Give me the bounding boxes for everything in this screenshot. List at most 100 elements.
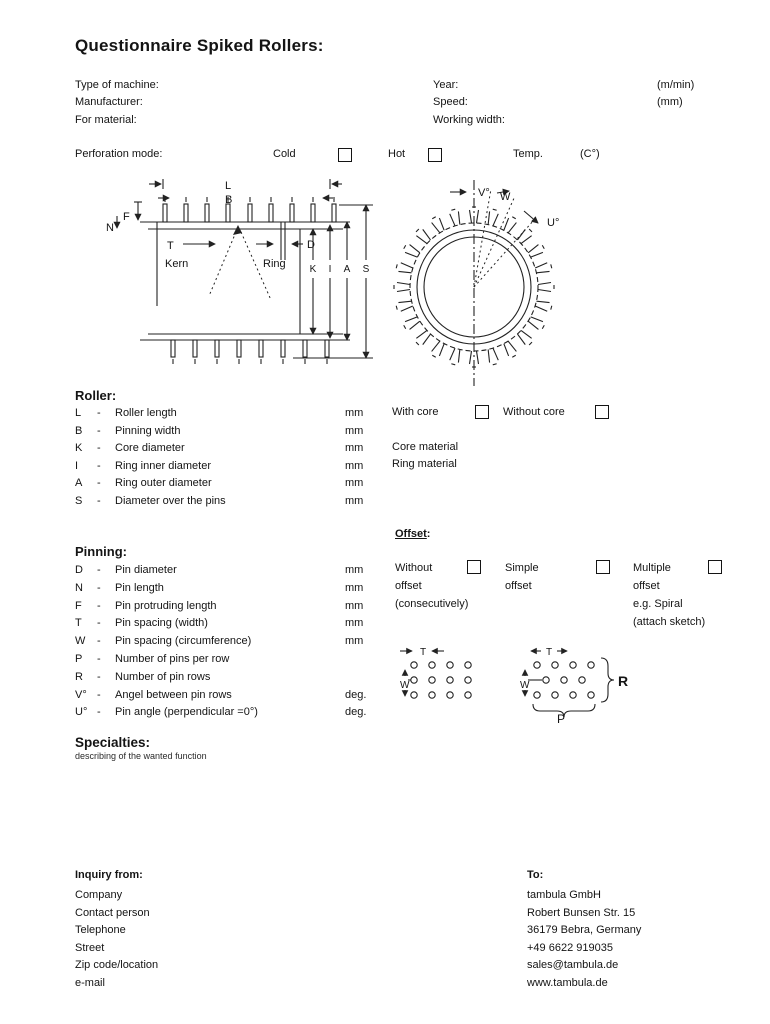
spec-dash: - xyxy=(97,459,101,472)
spec-desc: Core diameter xyxy=(115,442,185,455)
to-heading: To: xyxy=(527,869,544,881)
ring-material-label: Ring material xyxy=(392,458,457,470)
offset-heading-text: Offset xyxy=(395,528,427,540)
multiple-offset-checkbox[interactable] xyxy=(708,560,722,574)
spec-unit: mm xyxy=(345,407,364,419)
cold-checkbox[interactable] xyxy=(338,148,352,162)
machine-labels-left: Type of machine: Manufacturer: For mater… xyxy=(75,77,159,129)
speed-label: Speed: xyxy=(433,96,468,109)
dim-label-T: T xyxy=(167,240,174,252)
machine-labels-right: Year: Speed: Working width: xyxy=(433,77,505,129)
pattern-label-R: R xyxy=(618,673,628,689)
spec-dash: - xyxy=(97,617,101,630)
with-core-checkbox[interactable] xyxy=(475,405,489,419)
spec-desc: Pin diameter xyxy=(115,564,177,576)
roller-side-view-diagram: L B N F T D Kern Ring K I A S xyxy=(106,179,373,365)
spec-desc: Number of pin rows xyxy=(115,670,211,683)
spec-desc: Number of pins per row xyxy=(115,652,230,665)
pinning-row-P: P-Number of pins per row xyxy=(75,651,395,669)
spec-dash: - xyxy=(97,706,101,719)
offset-option-simple: Simple offset xyxy=(505,559,585,595)
spec-unit: mm xyxy=(345,459,364,472)
spec-key: L xyxy=(75,407,82,419)
to-email: sales@tambula.de xyxy=(527,959,619,971)
pinning-row-W: W-Pin spacing (circumference)mm xyxy=(75,633,395,651)
specialties-heading: Specialties: xyxy=(75,735,151,750)
spec-dash: - xyxy=(97,635,101,648)
to-street: Robert Bunsen Str. 15 xyxy=(527,906,636,919)
ring-label: Ring xyxy=(263,258,286,270)
offset-multiple-line2: offset xyxy=(633,580,660,592)
offset-pattern-offset-diagram: T W R P xyxy=(520,647,628,726)
without-offset-checkbox[interactable] xyxy=(467,560,481,574)
spec-dash: - xyxy=(97,477,101,490)
roller-heading: Roller: xyxy=(75,388,117,403)
spec-key: K xyxy=(75,442,83,455)
core-material-label: Core material xyxy=(392,441,459,453)
without-core-label: Without core xyxy=(503,406,565,418)
spec-unit: deg. xyxy=(345,688,367,701)
to-phone: +49 6622 919035 xyxy=(527,941,613,954)
spec-dash: - xyxy=(97,599,101,612)
hot-checkbox[interactable] xyxy=(428,148,442,162)
to-website: www.tambula.de xyxy=(527,976,608,989)
spec-desc: Pin angle (perpendicular =0°) xyxy=(115,706,258,719)
offset-multiple-line4: (attach sketch) xyxy=(633,616,706,628)
spec-key: D xyxy=(75,564,83,576)
to-city: 36179 Bebra, Germany xyxy=(527,924,642,936)
offset-multiple-line3: e.g. Spiral xyxy=(633,598,683,610)
spec-unit: mm xyxy=(345,617,364,630)
offset-option-without: Without offset (consecutively) xyxy=(395,559,495,613)
without-core-checkbox[interactable] xyxy=(595,405,609,419)
inquiry-field-zip-location: Zip code/location xyxy=(75,959,159,971)
spec-desc: Ring outer diameter xyxy=(115,477,212,490)
pattern-label-W2: W xyxy=(520,680,530,691)
spec-desc: Pinning width xyxy=(115,424,181,437)
roller-cross-section-diagram: V° W U° xyxy=(393,180,559,386)
temp-label: Temp. xyxy=(513,148,543,160)
offset-simple-line1: Simple xyxy=(505,562,539,574)
spec-key: N xyxy=(75,581,83,594)
temp-unit: (C°) xyxy=(580,148,600,160)
dim-label-K: K xyxy=(310,264,317,275)
offset-without-line1: Without xyxy=(395,562,433,574)
spec-dash: - xyxy=(97,670,101,683)
spec-key: P xyxy=(75,652,83,665)
dim-label-U: U° xyxy=(547,217,559,229)
spec-dash: - xyxy=(97,564,101,576)
dim-label-W: W xyxy=(500,191,511,203)
simple-offset-checkbox[interactable] xyxy=(596,560,610,574)
pattern-label-W: W xyxy=(400,680,410,691)
pinning-spec-table: D - Pin diameter mm N - Pin length mm F-Pin pr… xyxy=(75,562,395,722)
inquiry-field-email: e-mail xyxy=(75,976,105,989)
page-title: Questionnaire Spiked Rollers: xyxy=(75,36,324,55)
year-label: Year: xyxy=(433,79,459,91)
spec-unit: mm xyxy=(345,494,364,507)
with-core-label: With core xyxy=(392,406,439,418)
dim-label-L: L xyxy=(225,180,231,192)
roller-row-K: K - Core diameter mm xyxy=(75,440,395,458)
cold-label: Cold xyxy=(273,148,296,160)
spec-unit: mm xyxy=(345,564,364,576)
pinning-row-U: U°-Pin angle (perpendicular =0°)deg. xyxy=(75,704,395,722)
pattern-label-T: T xyxy=(420,647,426,658)
pattern-label-P: P xyxy=(557,712,565,726)
spec-unit xyxy=(345,651,395,669)
spec-dash: - xyxy=(97,442,101,455)
dim-label-S: S xyxy=(363,264,370,275)
spec-desc: Pin length xyxy=(115,581,164,594)
kern-label: Kern xyxy=(165,258,188,270)
offset-heading-colon: : xyxy=(426,528,431,540)
spec-desc: Roller length xyxy=(115,407,177,419)
to-company: tambula GmbH xyxy=(527,889,601,901)
spec-key: T xyxy=(75,617,82,630)
inquiry-field-street: Street xyxy=(75,941,105,954)
spec-unit: mm xyxy=(345,442,364,455)
